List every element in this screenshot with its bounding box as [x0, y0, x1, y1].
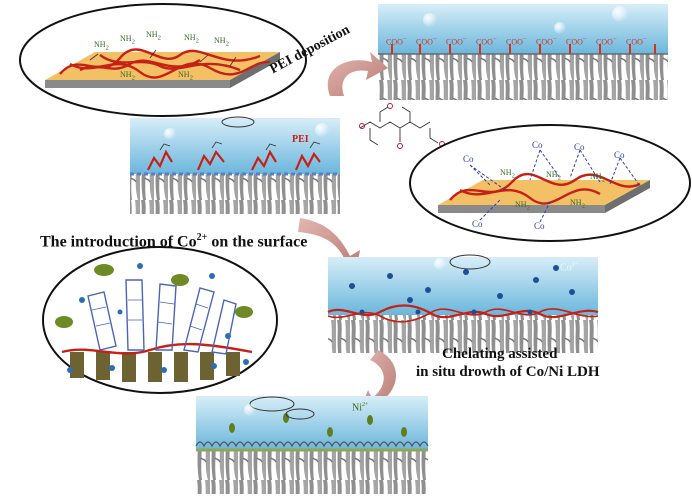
co-label: Co [614, 150, 625, 160]
nh2-label: NH2 [515, 200, 530, 212]
coo-label: COO− [566, 36, 587, 47]
membrane-coo-surface [378, 4, 668, 100]
co-label: Co [463, 154, 474, 164]
coo-label: COO− [626, 36, 647, 47]
pei-molecule-structure [359, 103, 445, 149]
ellipse-pei-inset [19, 3, 307, 117]
ni2plus-tag: Ni2+ [352, 402, 369, 414]
coo-label: COO− [506, 36, 527, 47]
nh2-label: NH2 [178, 70, 193, 82]
nh2-label: NH2 [570, 198, 585, 210]
nh2-label: NH2 [214, 36, 229, 48]
chelating-label-line2: in situ drowth of Co/Ni LDH [416, 364, 600, 380]
coo-label: COO− [386, 36, 407, 47]
nh2-label: NH2 [120, 34, 135, 46]
membrane-ldh-grown [195, 396, 429, 494]
nh2-label: NH2 [94, 40, 109, 52]
co-label: Co [472, 219, 483, 229]
co-introduction-label: The introduction of Co2+ on the surface [40, 232, 308, 251]
curved-process-arrow [327, 52, 388, 96]
ellipse-ldh-growth-inset [42, 246, 278, 394]
coo-label: COO− [476, 36, 497, 47]
membrane-pei-deposited [130, 116, 340, 214]
coo-label: COO− [416, 36, 437, 47]
co-label: Co [532, 140, 543, 150]
nh2-label: NH2 [500, 168, 515, 180]
nh2-label: NH2 [184, 33, 199, 45]
coo-label: COO− [596, 36, 617, 47]
coo-label: COO− [446, 36, 467, 47]
ellipse-co-chelation-inset [409, 124, 691, 242]
nh2-label: NH2 [546, 170, 561, 182]
chelating-label-line1: Chelating assisted [442, 346, 558, 362]
pei-tag: PEI [292, 134, 309, 145]
co-label: Co [574, 142, 585, 152]
co-label: Co [534, 221, 545, 231]
nh2-label: NH2 [146, 30, 161, 42]
coo-label: COO− [536, 36, 557, 47]
membrane-co-introduced [327, 254, 599, 353]
nh2-label: NH2 [120, 70, 135, 82]
nh2-label: NH2 [590, 172, 605, 184]
co2plus-tag: Co2+ [560, 262, 579, 274]
